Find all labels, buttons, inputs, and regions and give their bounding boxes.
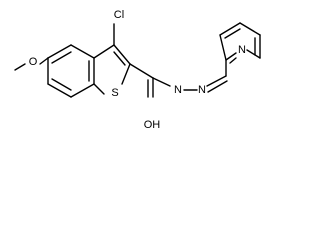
bond-p3 [246,49,261,59]
hydrazone-chain [129,63,228,98]
bond-c-n1 [152,77,171,87]
pyridine-nitrogen-label: N [238,44,246,56]
bond-p5 [239,22,261,36]
bond-p6 [219,22,241,36]
bond-t3 [121,63,131,85]
thiophene-ring [93,44,131,95]
bond-b1-inner [51,51,72,64]
chemical-structure: Cl O S OH N N N [14,9,261,131]
bond-n2-ch-double [207,80,228,93]
bond-b2 [70,44,95,59]
sulfur-label: S [111,87,118,99]
methoxy-oxygen-label: O [29,56,38,68]
bond-t2 [113,44,131,65]
bond-t4 [93,83,105,95]
hydrazone-nitrogen-2-label: N [198,84,206,96]
bond-b1 [47,44,72,59]
bond-b5-inner [51,78,72,91]
hydrazone-nitrogen-1-label: N [174,84,182,96]
bond-n2-ch [206,75,227,87]
bond-methyl-o [14,63,26,71]
benzene-ring [47,44,95,98]
bond-p2-inner [229,57,237,64]
bond-o-ring [39,57,49,65]
carbonyl-oxygen-label: OH [144,119,161,131]
bond-b4 [70,83,95,98]
bond-t2-inner [113,51,126,66]
bond-p2 [225,52,237,61]
pyridine-ring [219,22,261,77]
bond-c-carbonyl [129,63,154,79]
bond-b5 [47,83,72,98]
methoxy-group [14,57,49,71]
bond-p6-inner [224,28,241,39]
chlorine-label: Cl [114,9,124,21]
bond-t1 [93,44,115,59]
bond-p7 [219,34,227,61]
